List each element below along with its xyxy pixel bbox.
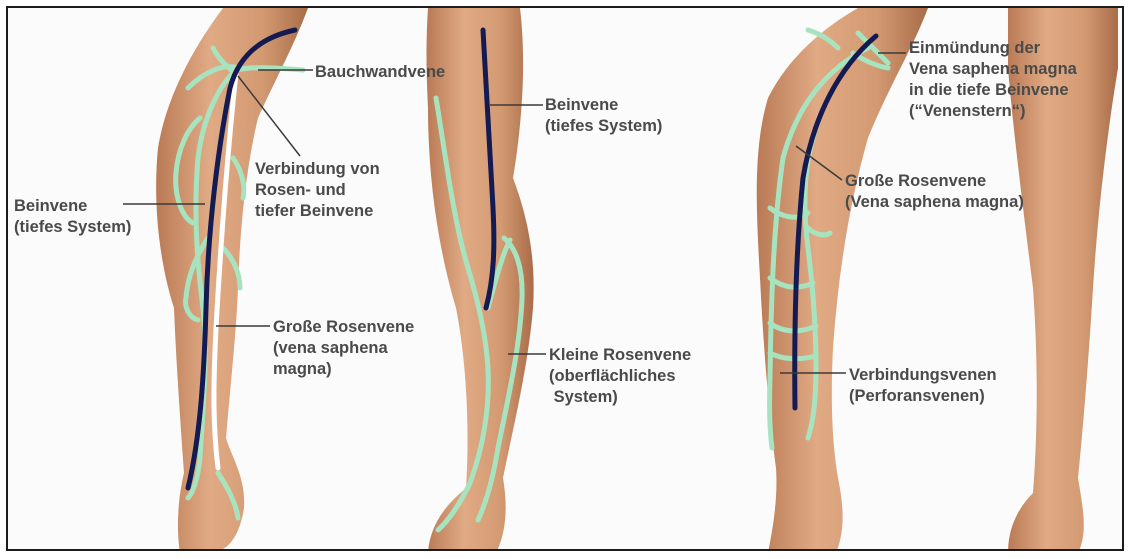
leg-middle [427,8,534,551]
label-beinvene-middle: Beinvene (tiefes System) [545,95,662,137]
label-bauchwandvene: Bauchwandvene [315,62,445,83]
leg-right-silhouette [757,8,928,551]
figure-frame: Bauchwandvene Verbindung von Rosen- und … [6,6,1124,551]
label-grosse-rosenvene-left: Große Rosenvene (vena saphena magna) [273,317,414,380]
label-kleine-rosenvene: Kleine Rosenvene (oberflächliches System… [549,345,691,408]
leg-left [156,8,308,551]
label-verbindungsvenen: Verbindungsvenen (Perforansvenen) [849,365,997,407]
label-einmuendung: Einmündung der Vena saphena magna in die… [909,38,1077,122]
leg-middle-silhouette [427,8,534,551]
label-verbindung-rosen-tiefe-beinvene: Verbindung von Rosen- und tiefer Beinven… [255,159,380,222]
label-grosse-rosenvene-right: Große Rosenvene (Vena saphena magna) [845,171,1024,213]
label-beinvene-left: Beinvene (tiefes System) [14,196,131,238]
